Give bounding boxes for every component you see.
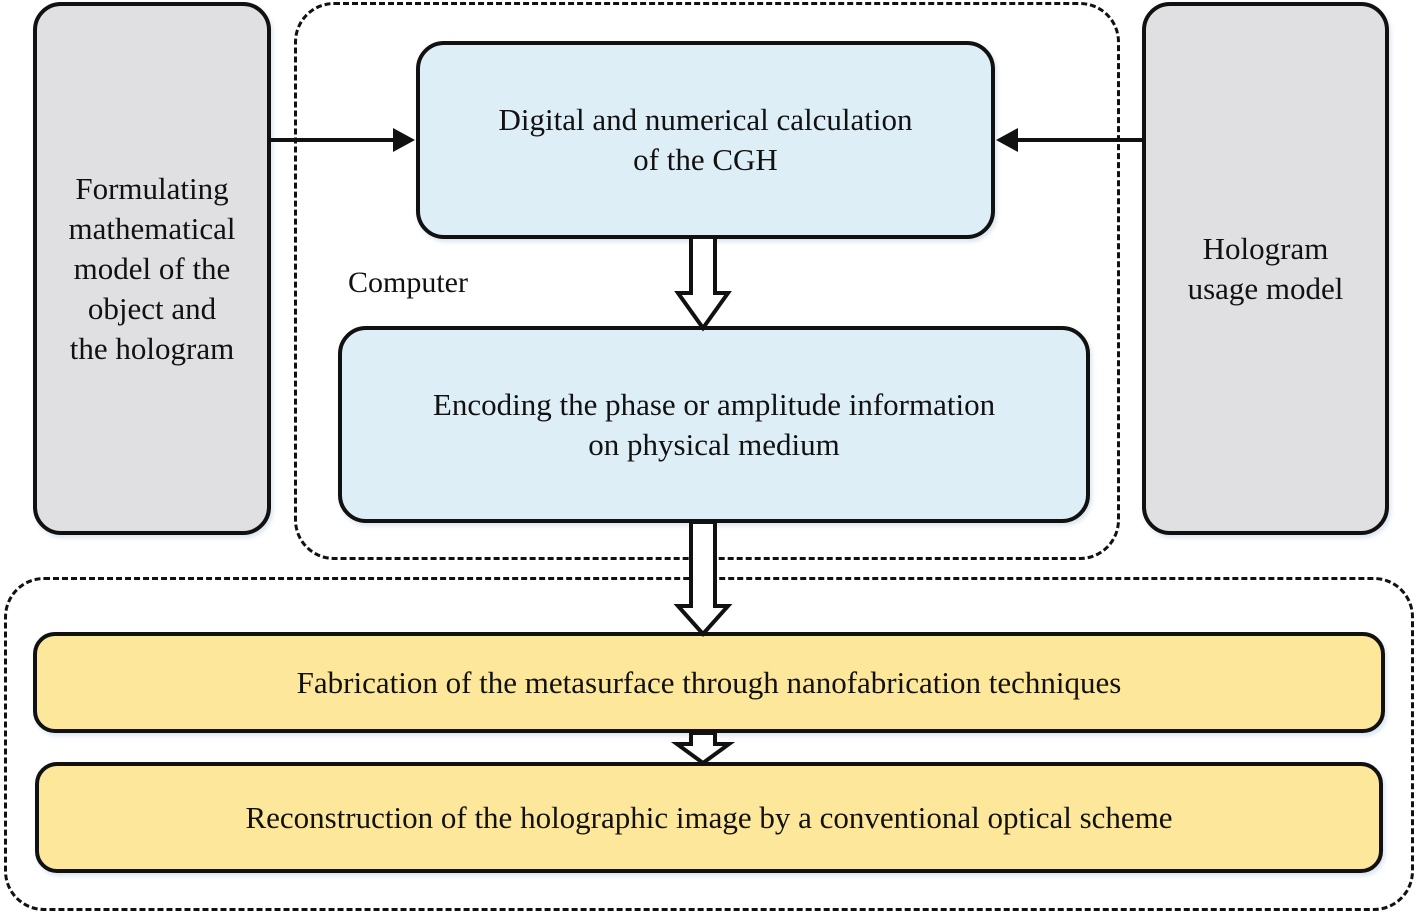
cgh-calculation-box: Digital and numerical calculation of the… — [416, 41, 995, 239]
reconstruction-box: Reconstruction of the holographic image … — [35, 762, 1383, 873]
cgh-calculation-text: Digital and numerical calculation of the… — [498, 102, 913, 177]
encoding-text: Encoding the phase or amplitude informat… — [432, 386, 996, 462]
object-model-text: Formulating mathematical model of the ob… — [68, 170, 236, 366]
encoding-box: Encoding the phase or amplitude informat… — [338, 326, 1090, 523]
computer-group-label: Computer — [348, 266, 468, 299]
reconstruction-text: Reconstruction of the holographic image … — [245, 799, 1173, 835]
hologram-usage-panel: Hologram usage model — [1142, 2, 1389, 535]
object-model-panel: Formulating mathematical model of the ob… — [33, 2, 271, 535]
hologram-usage-text: Hologram usage model — [1187, 230, 1344, 306]
fabrication-box: Fabrication of the metasurface through n… — [33, 632, 1385, 733]
fabrication-text: Fabrication of the metasurface through n… — [296, 664, 1122, 700]
